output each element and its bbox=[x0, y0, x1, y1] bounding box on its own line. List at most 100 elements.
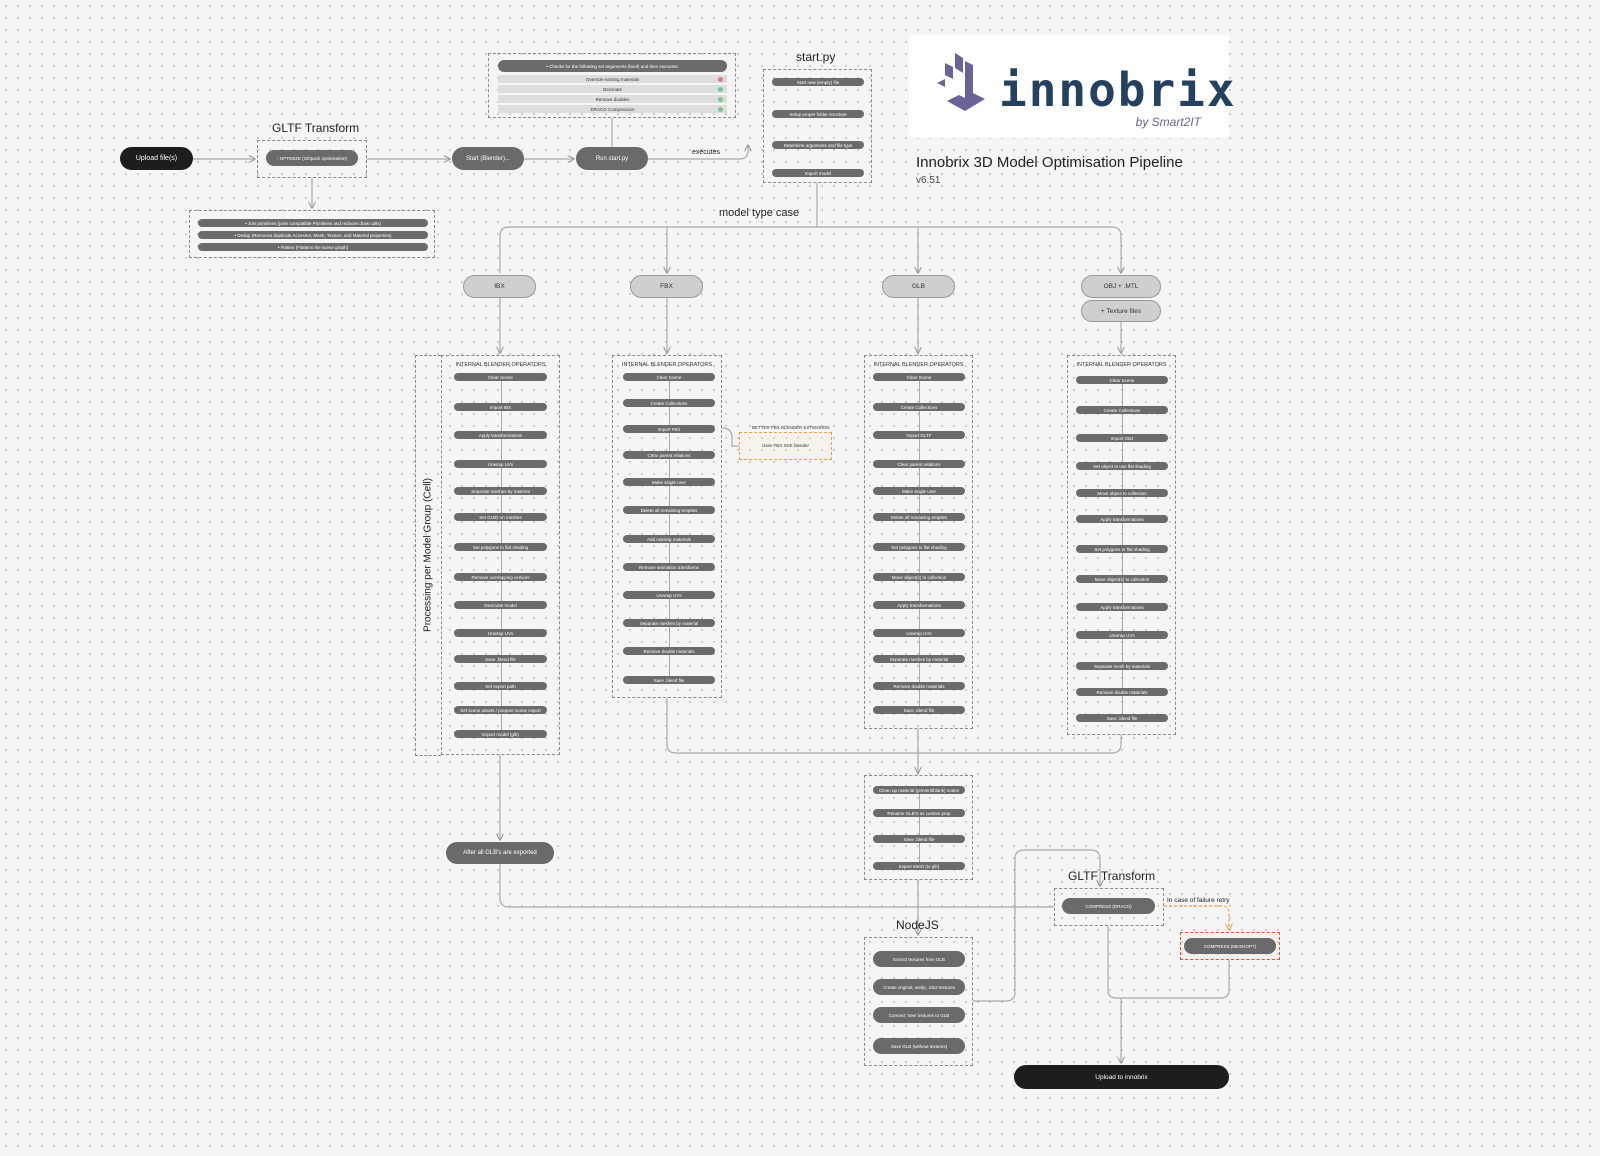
nodejs-step: Create original, webp, .ktx2 textures bbox=[873, 979, 965, 995]
operator-step: Set polygons to flat shading bbox=[454, 543, 547, 551]
step-arrow-icon bbox=[919, 521, 920, 543]
step-arrow-icon bbox=[919, 411, 920, 431]
step-arrow-icon bbox=[669, 486, 670, 506]
step-arrow-icon bbox=[669, 459, 670, 478]
step-arrow-icon bbox=[919, 690, 920, 706]
operators-title: INTERNAL BLENDER OPERATORS bbox=[455, 362, 546, 368]
step-arrow-icon bbox=[919, 637, 920, 655]
nodejs-step: Extract textures from GLB bbox=[873, 951, 965, 967]
step-arrow-icon bbox=[1122, 553, 1123, 575]
operator-step: Move object(s) to collection bbox=[1076, 575, 1168, 583]
gltf-step: • Dedup (Removes duplicate Accessor, Mes… bbox=[198, 231, 428, 239]
operator-step: Move object(s) to collection bbox=[873, 573, 965, 581]
step-arrow-icon bbox=[919, 439, 920, 460]
step-arrow-icon bbox=[919, 609, 920, 629]
page-title: Innobrix 3D Model Optimisation Pipeline bbox=[916, 154, 1183, 171]
step-arrow-icon bbox=[1122, 497, 1123, 515]
step-arrow-icon bbox=[669, 543, 670, 563]
step-arrow-icon bbox=[669, 599, 670, 619]
upload-to-innobrix-node[interactable]: Upload to innobrix bbox=[1014, 1065, 1229, 1089]
run-start-py-node[interactable]: Run start.py bbox=[576, 147, 648, 170]
argument-row: DRACO Compression bbox=[498, 105, 727, 113]
step-arrow-icon bbox=[500, 381, 502, 403]
type-fbx-node[interactable]: FBX bbox=[630, 275, 703, 298]
step-arrow-icon bbox=[919, 468, 920, 487]
status-indicator-icon bbox=[718, 76, 723, 82]
operator-step: Unwrap UVs bbox=[873, 629, 965, 637]
operators-title: INTERNAL BLENDER OPERATORS bbox=[873, 362, 964, 368]
operator-step: Separate mesh by materials bbox=[1076, 662, 1168, 670]
status-indicator-icon bbox=[718, 86, 723, 92]
operator-step: Set polygons to flat shading bbox=[1076, 545, 1168, 553]
operator-step: Remove double materials bbox=[873, 682, 965, 690]
operator-step: Import GLTF bbox=[873, 431, 965, 439]
start-py-step: Setup proper folder structure bbox=[772, 110, 864, 118]
step-arrow-icon bbox=[500, 495, 502, 513]
nodejs-step: Connect 'new' textures to GLB bbox=[873, 1007, 965, 1023]
start-py-step: Import model bbox=[772, 169, 864, 177]
type-obj-node[interactable]: OBJ + .MTL bbox=[1081, 275, 1161, 298]
operator-step: Save .blend file bbox=[873, 835, 965, 843]
operator-step: Apply transformations bbox=[454, 431, 547, 439]
step-arrow-icon bbox=[919, 551, 920, 573]
status-indicator-icon bbox=[718, 96, 723, 102]
compress-draco-node[interactable]: COMPRESS (DRACO) bbox=[1062, 898, 1155, 914]
type-glb-node[interactable]: GLB bbox=[882, 275, 955, 298]
start-blender-node[interactable]: Start (Blender)... bbox=[452, 147, 524, 170]
logo-subtext: by Smart2IT bbox=[1135, 115, 1201, 129]
version-label: v6.51 bbox=[916, 175, 941, 186]
operator-step: Separate meshes by material bbox=[623, 619, 715, 627]
step-arrow-icon bbox=[1122, 670, 1123, 688]
processing-cell-group bbox=[415, 355, 441, 756]
step-arrow-icon bbox=[1122, 470, 1123, 489]
operator-step: Clean up material (prevent/blank) nodes bbox=[873, 786, 965, 794]
logo-card: innobrix by Smart2IT bbox=[909, 35, 1235, 138]
operator-step: Delete all remaining empties bbox=[623, 506, 715, 514]
operator-step: Unwrap UVs bbox=[1076, 631, 1168, 639]
operator-step: Separate meshes by material bbox=[454, 487, 547, 495]
executes-label: executes bbox=[692, 149, 721, 156]
type-ibx-node[interactable]: IBX bbox=[463, 275, 536, 298]
logo-text: innobrix bbox=[999, 63, 1237, 117]
operator-step: Create Collections bbox=[623, 399, 715, 407]
optimize-node[interactable]: - OPTIMIZE (Gltfpack optimisation) bbox=[266, 150, 358, 166]
better-fbx-group: Uses FBX SDK blender bbox=[739, 432, 832, 460]
step-arrow-icon bbox=[1122, 414, 1123, 434]
type-texture-files-node[interactable]: + Texture files bbox=[1081, 300, 1161, 322]
operator-step: Import OBJ bbox=[1076, 434, 1168, 442]
operator-step: Clear Scene bbox=[1076, 376, 1168, 384]
operator-step: Create Collections bbox=[873, 403, 965, 411]
meshopt-group: COMPRESS (MESHOPT) bbox=[1180, 932, 1280, 960]
operator-step: Unwrap UVs bbox=[454, 460, 547, 468]
step-arrow-icon bbox=[500, 439, 502, 460]
gltf-steps-group: • Join primitives (joins compatible Prim… bbox=[189, 210, 435, 258]
operator-step: Separate meshes by material bbox=[873, 655, 965, 663]
after-all-glbs-node[interactable]: After all GLB's are exported bbox=[446, 842, 554, 864]
operator-step: Make single user bbox=[623, 478, 715, 486]
nodejs-group: Extract textures from GLB Create original… bbox=[864, 937, 973, 1066]
operator-step: Clear Scene bbox=[623, 373, 715, 381]
arguments-header: • Checks for the following set arguments… bbox=[498, 60, 727, 72]
nodejs-step: Save GLB (without textures) bbox=[873, 1038, 965, 1054]
better-fbx-title: BETTER FBX BLENDER EXTENSION bbox=[752, 425, 830, 430]
step-arrow-icon bbox=[500, 690, 502, 706]
step-arrow-icon bbox=[500, 714, 502, 730]
model-type-case-label: model type case bbox=[719, 207, 800, 219]
innobrix-logo-icon bbox=[937, 53, 985, 111]
operator-step: Import FBX bbox=[623, 425, 715, 433]
compress-meshopt-node[interactable]: COMPRESS (MESHOPT) bbox=[1184, 938, 1276, 954]
operator-step: Decimate model bbox=[454, 601, 547, 609]
status-indicator-icon bbox=[718, 106, 723, 112]
upload-files-node[interactable]: Upload file(s) bbox=[120, 147, 193, 170]
step-arrow-icon bbox=[500, 521, 502, 543]
step-arrow-icon bbox=[669, 514, 670, 535]
step-arrow-icon bbox=[500, 637, 502, 655]
operator-step: Move object to collection bbox=[1076, 489, 1168, 497]
step-arrow-icon bbox=[669, 433, 670, 451]
step-arrow-icon bbox=[919, 794, 920, 809]
gltf-transform-2-title: GLTF Transform bbox=[1068, 869, 1156, 883]
